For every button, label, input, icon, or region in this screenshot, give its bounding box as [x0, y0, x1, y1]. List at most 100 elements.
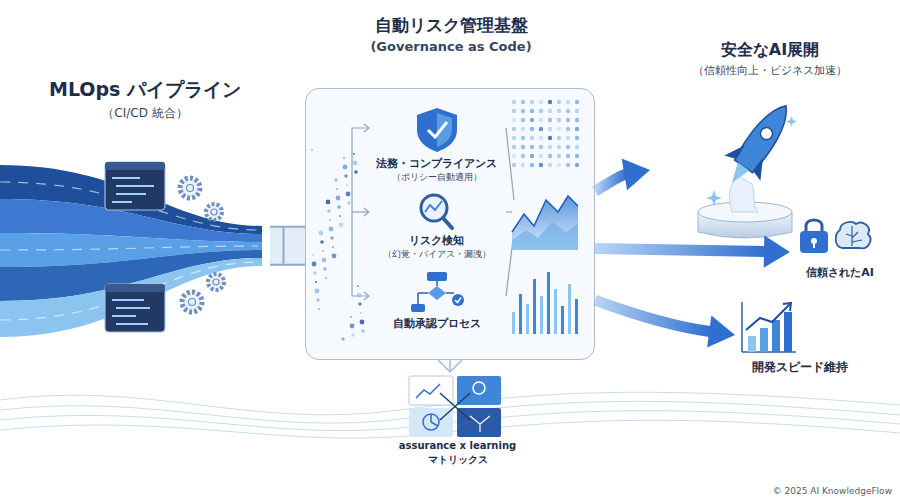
shape-circle	[557, 163, 561, 167]
shape-rect	[409, 408, 453, 437]
shape-path	[726, 162, 749, 186]
shape-circle	[320, 240, 323, 243]
shape-circle	[350, 316, 352, 318]
shape-g	[112, 178, 154, 202]
shape-circle	[311, 149, 313, 151]
shape-circle	[330, 236, 333, 239]
shape-path	[806, 220, 822, 232]
shape-circle	[530, 109, 534, 113]
shape-circle	[539, 145, 543, 149]
growth-chart-icon	[742, 302, 796, 352]
shape-circle	[530, 163, 534, 167]
bar-chart	[512, 272, 578, 334]
shape-circle	[512, 127, 516, 131]
panel-ground	[305, 88, 595, 360]
shape-circle	[557, 136, 561, 140]
shape-path	[783, 303, 791, 311]
rocket	[714, 93, 804, 195]
shape-rect	[105, 284, 165, 292]
shape-circle	[336, 188, 338, 190]
shape-circle	[336, 196, 341, 201]
shape-circle	[557, 118, 561, 122]
shape-path	[0, 246, 258, 250]
shape-rect	[813, 242, 815, 248]
shape-rect	[427, 272, 447, 281]
shape-path	[352, 245, 368, 296]
shape-circle	[334, 178, 337, 181]
shape-g	[470, 416, 490, 432]
node-box: 安全なAI展開（信頼性向上・ビジネス加速）	[650, 40, 890, 240]
shape-circle	[322, 250, 324, 252]
benefit-label: 開発スピード維持	[735, 360, 865, 374]
node-box: リスク検知（幻覚・バイアス・漏洩）	[368, 190, 506, 264]
shape-circle	[323, 267, 326, 270]
shape-rect	[748, 336, 756, 352]
shape-rect	[575, 299, 578, 334]
pipe-coupling	[270, 228, 305, 264]
shape-path	[751, 157, 772, 180]
shape-rect	[568, 284, 571, 334]
shape-circle	[512, 145, 516, 149]
shape-line	[446, 292, 454, 294]
shape-circle	[343, 157, 345, 159]
shape-circle	[557, 109, 561, 113]
shape-rect	[547, 272, 550, 334]
shape-circle	[557, 145, 561, 149]
shape-line	[116, 323, 148, 325]
shape-circle	[316, 298, 319, 301]
shape-circle	[312, 262, 317, 267]
benefit-label: 信頼されたAI	[790, 266, 890, 279]
shape-path	[512, 196, 578, 250]
shape-circle	[189, 299, 196, 306]
shape-circle	[530, 154, 534, 158]
shape-circle	[346, 184, 348, 186]
pipeline-title: MLOps パイプライン	[20, 78, 270, 101]
shape-line	[440, 393, 470, 420]
shape-line	[112, 299, 144, 301]
shape-circle	[358, 302, 361, 305]
shape-rect	[457, 376, 501, 405]
shape-rect	[105, 162, 165, 170]
shape-line	[440, 393, 470, 420]
data-particles	[311, 149, 365, 341]
shape-rect	[512, 312, 515, 334]
shape-circle	[575, 145, 579, 149]
shape-line	[480, 416, 490, 424]
shape-circle	[339, 223, 344, 228]
arrow-head	[764, 235, 790, 267]
shape-circle	[566, 154, 570, 158]
shape-circle	[557, 154, 561, 158]
shape-circle	[548, 127, 552, 131]
matrix-caption: assurance x learning マトリックス	[395, 439, 520, 466]
pipe-coupling	[270, 226, 305, 266]
node-box: 自動承認プロセス	[368, 272, 506, 338]
item-title: 自動承認プロセス	[368, 317, 506, 330]
outcome-subtitle: （信頼性向上・ビジネス加速）	[650, 64, 890, 77]
shape-circle	[354, 170, 357, 173]
shape-circle	[566, 100, 570, 104]
connector	[595, 159, 650, 192]
item-note: （幻覚・バイアス・漏洩）	[368, 249, 506, 260]
shape-line	[443, 218, 452, 228]
item-note: （ポリシー自動適用）	[368, 172, 506, 183]
shape-circle	[521, 163, 525, 167]
arrow-head	[707, 316, 735, 348]
shape-circle	[473, 382, 485, 394]
shape-path	[364, 208, 369, 216]
shape-g	[440, 393, 470, 420]
shape-rect	[409, 376, 453, 405]
shape-circle	[329, 219, 331, 221]
shape-path	[364, 124, 369, 132]
shape-circle	[566, 127, 570, 131]
shape-circle	[575, 154, 579, 158]
shape-rect	[784, 312, 792, 352]
shape-circle	[512, 118, 516, 122]
shape-circle	[423, 414, 439, 430]
shape-rect	[554, 289, 557, 334]
shape-line	[116, 193, 146, 195]
shape-path	[733, 98, 796, 173]
shape-circle	[512, 154, 516, 158]
shape-circle	[521, 127, 525, 131]
shape-circle	[530, 100, 534, 104]
shape-circle	[206, 204, 222, 220]
